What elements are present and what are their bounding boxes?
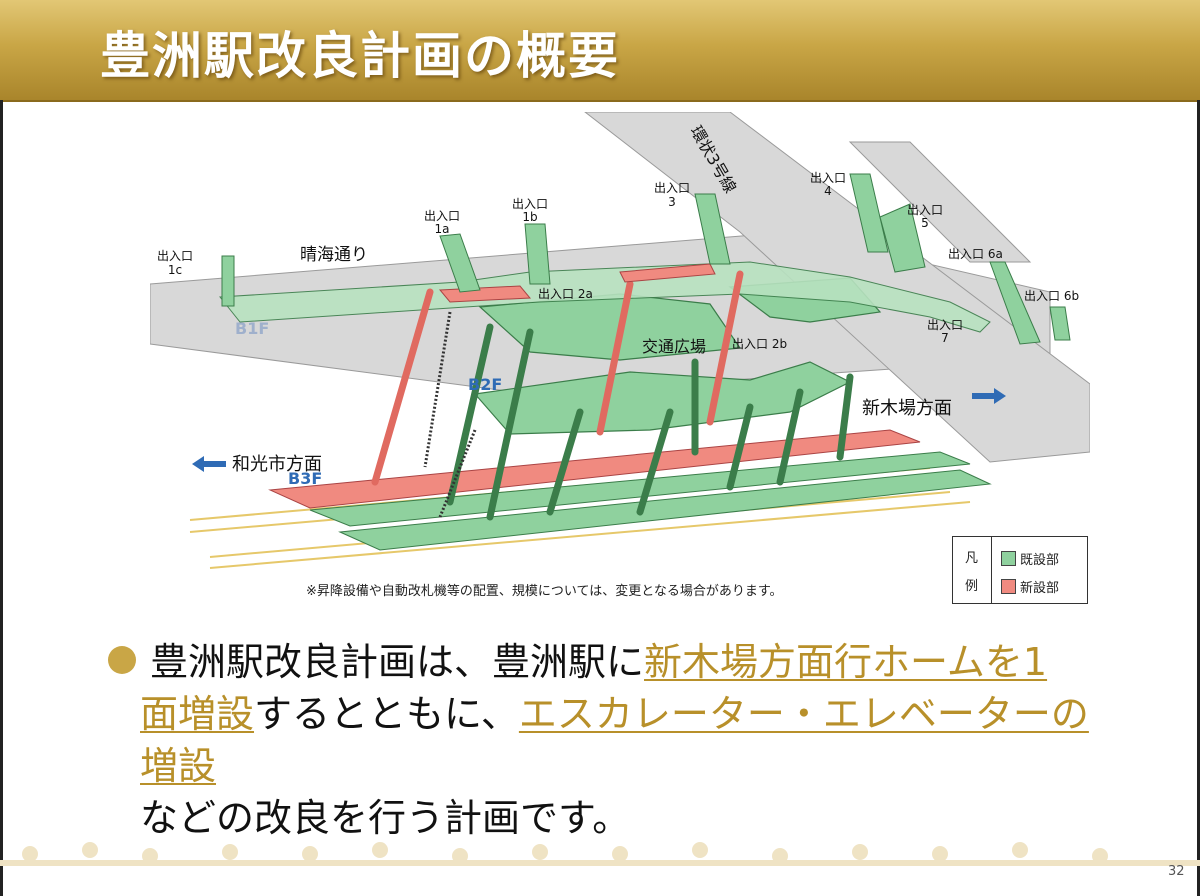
exit-label-6b: 出入口 6b xyxy=(1024,289,1079,303)
exit-label-2b: 出入口 2b xyxy=(732,337,787,351)
title-bar: 豊洲駅改良計画の概要 xyxy=(0,0,1200,102)
direction-label-shinkiba: 新木場方面 xyxy=(862,398,952,419)
diagram-note: ※昇降設備や自動改札機等の配置、規模については、変更となる場合があります。 xyxy=(306,584,783,599)
svg-text:出入口: 出入口 xyxy=(512,197,548,211)
exit-label-4: 出入口 4 xyxy=(810,171,846,198)
svg-text:出入口: 出入口 xyxy=(907,203,943,217)
plaza-label: 交通広場 xyxy=(642,337,706,356)
ground-road-right xyxy=(848,141,1032,263)
svg-text:出入口: 出入口 xyxy=(157,249,193,263)
arrow-right-icon xyxy=(972,388,1006,404)
exit-stairs xyxy=(221,173,1071,345)
svg-text:1b: 1b xyxy=(522,210,537,224)
platform-existing-1 xyxy=(309,451,971,527)
station-diagram: B1F B2F B3F 晴海通り 環状3号線 交通広場 出入口 1c 出入口 1… xyxy=(150,112,1090,569)
exit-label-2a: 出入口 2a xyxy=(538,287,593,301)
legend-swatch-new xyxy=(1001,579,1016,594)
road-label-harumi: 晴海通り xyxy=(300,245,368,265)
exit-label-3: 出入口 3 xyxy=(654,181,690,209)
legend-swatch-existing xyxy=(1001,551,1016,566)
svg-text:7: 7 xyxy=(941,331,949,345)
svg-text:3: 3 xyxy=(668,195,676,209)
floor-label-b1f: B1F xyxy=(235,319,269,338)
frame-right xyxy=(1197,100,1200,896)
new-passage-2 xyxy=(619,263,716,283)
frame-left xyxy=(0,100,3,896)
page-title: 豊洲駅改良計画の概要 xyxy=(100,27,620,85)
svg-text:4: 4 xyxy=(824,184,832,198)
exit-label-1c: 出入口 1c xyxy=(157,249,193,277)
svg-text:出入口: 出入口 xyxy=(927,318,963,332)
floor-label-b2f: B2F xyxy=(468,375,502,394)
exit-label-1b: 出入口 1b xyxy=(512,197,548,224)
support-columns xyxy=(446,323,854,521)
platform-existing-2 xyxy=(338,469,992,551)
svg-text:5: 5 xyxy=(921,216,929,230)
bullet-text: 豊洲駅改良計画は、豊洲駅に新木場方面行ホームを1 面増設するとともに、エスカレー… xyxy=(140,640,1089,840)
footer-decoration xyxy=(0,842,1200,866)
bullet-dot-icon xyxy=(108,646,136,674)
new-escalators xyxy=(371,270,744,486)
svg-text:出入口: 出入口 xyxy=(810,171,846,185)
svg-text:出入口: 出入口 xyxy=(654,181,690,195)
exit-label-1a: 出入口 1a xyxy=(424,209,460,236)
exit-label-5: 出入口 5 xyxy=(907,203,943,230)
exit-label-6a: 出入口 6a xyxy=(948,247,1003,261)
passage-b1f xyxy=(219,261,991,333)
svg-text:1a: 1a xyxy=(435,222,450,236)
page-number: 32 xyxy=(1168,864,1185,879)
svg-text:1c: 1c xyxy=(168,263,182,277)
floor-label-b3f: B3F xyxy=(288,469,322,488)
legend: 凡 例 既設部 新設部 xyxy=(952,536,1088,604)
arrow-left-icon xyxy=(192,456,226,472)
svg-text:出入口: 出入口 xyxy=(424,209,460,223)
exit-label-7: 出入口 7 xyxy=(927,318,963,345)
direction-label-wako: 和光市方面 xyxy=(232,454,322,475)
legend-key: 凡 例 xyxy=(953,537,992,603)
platform-new xyxy=(268,429,921,509)
